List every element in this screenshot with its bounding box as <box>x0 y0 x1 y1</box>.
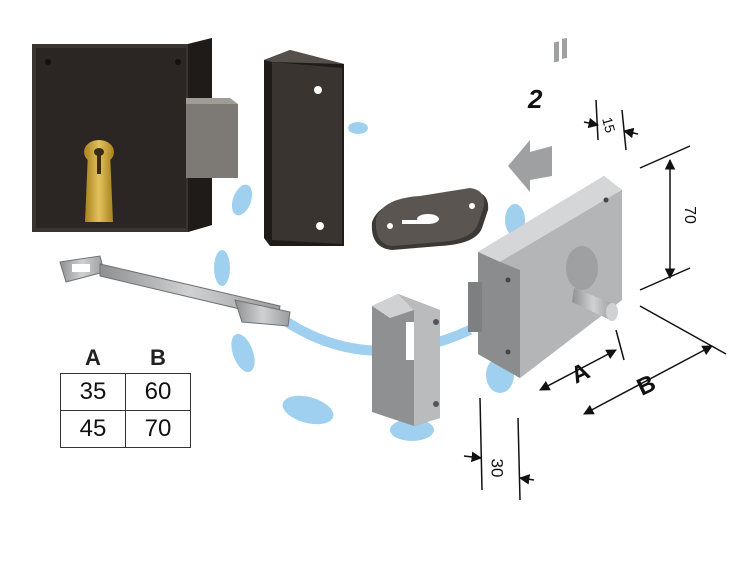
table-cell: 60 <box>125 373 191 411</box>
height-label: 70 <box>680 206 698 224</box>
dimensions-table: A B 35 60 45 70 <box>60 345 191 448</box>
direction-number-label: 2 <box>528 84 543 114</box>
escutcheon-plate <box>371 188 489 250</box>
steel-lock-body <box>468 176 622 378</box>
dimension-lines <box>463 99 727 501</box>
table-header-row: A B <box>61 345 191 374</box>
table-cell: 35 <box>60 373 126 411</box>
direction-arrow-icon <box>508 38 567 192</box>
column-header-b: B <box>150 345 166 370</box>
keeper-width-label: 30 <box>487 458 507 478</box>
table-cell: 45 <box>60 410 126 448</box>
steel-keeper <box>372 294 440 426</box>
dark-keeper <box>264 50 344 246</box>
key-icon <box>59 255 291 327</box>
dark-lock-body <box>32 38 238 232</box>
column-header-a: A <box>85 345 101 370</box>
table-row: 35 60 <box>60 373 191 411</box>
brass-keyhole-icon <box>84 140 114 222</box>
table-cell: 70 <box>125 410 191 448</box>
table-row: 45 70 <box>60 410 191 448</box>
